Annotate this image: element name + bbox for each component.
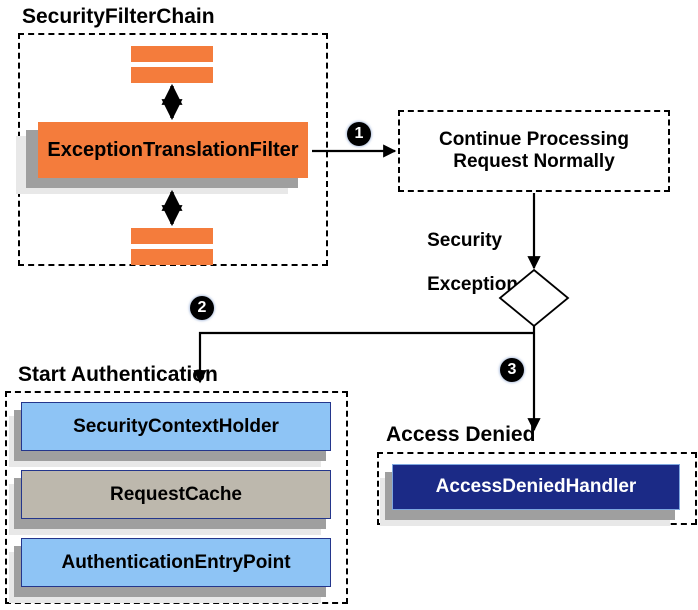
access-denied-handler-card[interactable]: AccessDeniedHandler (380, 464, 680, 526)
request-cache-card[interactable]: RequestCache (9, 470, 331, 535)
card-face: SecurityContextHolder (21, 402, 331, 451)
authentication-entry-point-label: AuthenticationEntryPoint (61, 551, 291, 573)
security-exception-label: Security Exception (406, 208, 518, 317)
card-face: AccessDeniedHandler (392, 464, 680, 510)
filter-bar-bottom-1 (131, 228, 213, 244)
security-context-holder-label: SecurityContextHolder (73, 415, 279, 437)
exception-translation-filter-card[interactable]: ExceptionTranslationFilter (16, 122, 308, 194)
card-face: AuthenticationEntryPoint (21, 538, 331, 587)
badge-1: 1 (347, 122, 371, 146)
badge-3: 3 (500, 358, 524, 382)
filter-bar-top-2 (131, 67, 213, 83)
security-exception-line2: Exception (427, 273, 518, 295)
filter-bar-top-1 (131, 46, 213, 62)
continue-processing-line1: Continue Processing (438, 129, 630, 151)
access-denied-handler-label: AccessDeniedHandler (435, 476, 637, 498)
start-authentication-title: Start Authentication (18, 363, 218, 386)
edge-2-start-authentication (193, 331, 534, 384)
card-face: RequestCache (21, 470, 331, 519)
access-denied-title: Access Denied (386, 423, 536, 446)
security-context-holder-card[interactable]: SecurityContextHolder (9, 402, 331, 467)
filter-bar-bottom-2 (131, 249, 213, 265)
start-authentication-group (5, 391, 348, 604)
continue-processing-line2: Request Normally (453, 151, 615, 172)
authentication-entry-point-card[interactable]: AuthenticationEntryPoint (9, 538, 331, 603)
badge-2: 2 (190, 296, 214, 320)
exception-translation-filter-label: ExceptionTranslationFilter (47, 138, 299, 161)
continue-processing-box[interactable]: Continue Processing Request Normally (398, 110, 670, 192)
request-cache-label: RequestCache (110, 483, 242, 505)
security-exception-line1: Security (427, 229, 503, 251)
security-filter-chain-title: SecurityFilterChain (22, 5, 215, 28)
card-face: ExceptionTranslationFilter (38, 122, 308, 178)
